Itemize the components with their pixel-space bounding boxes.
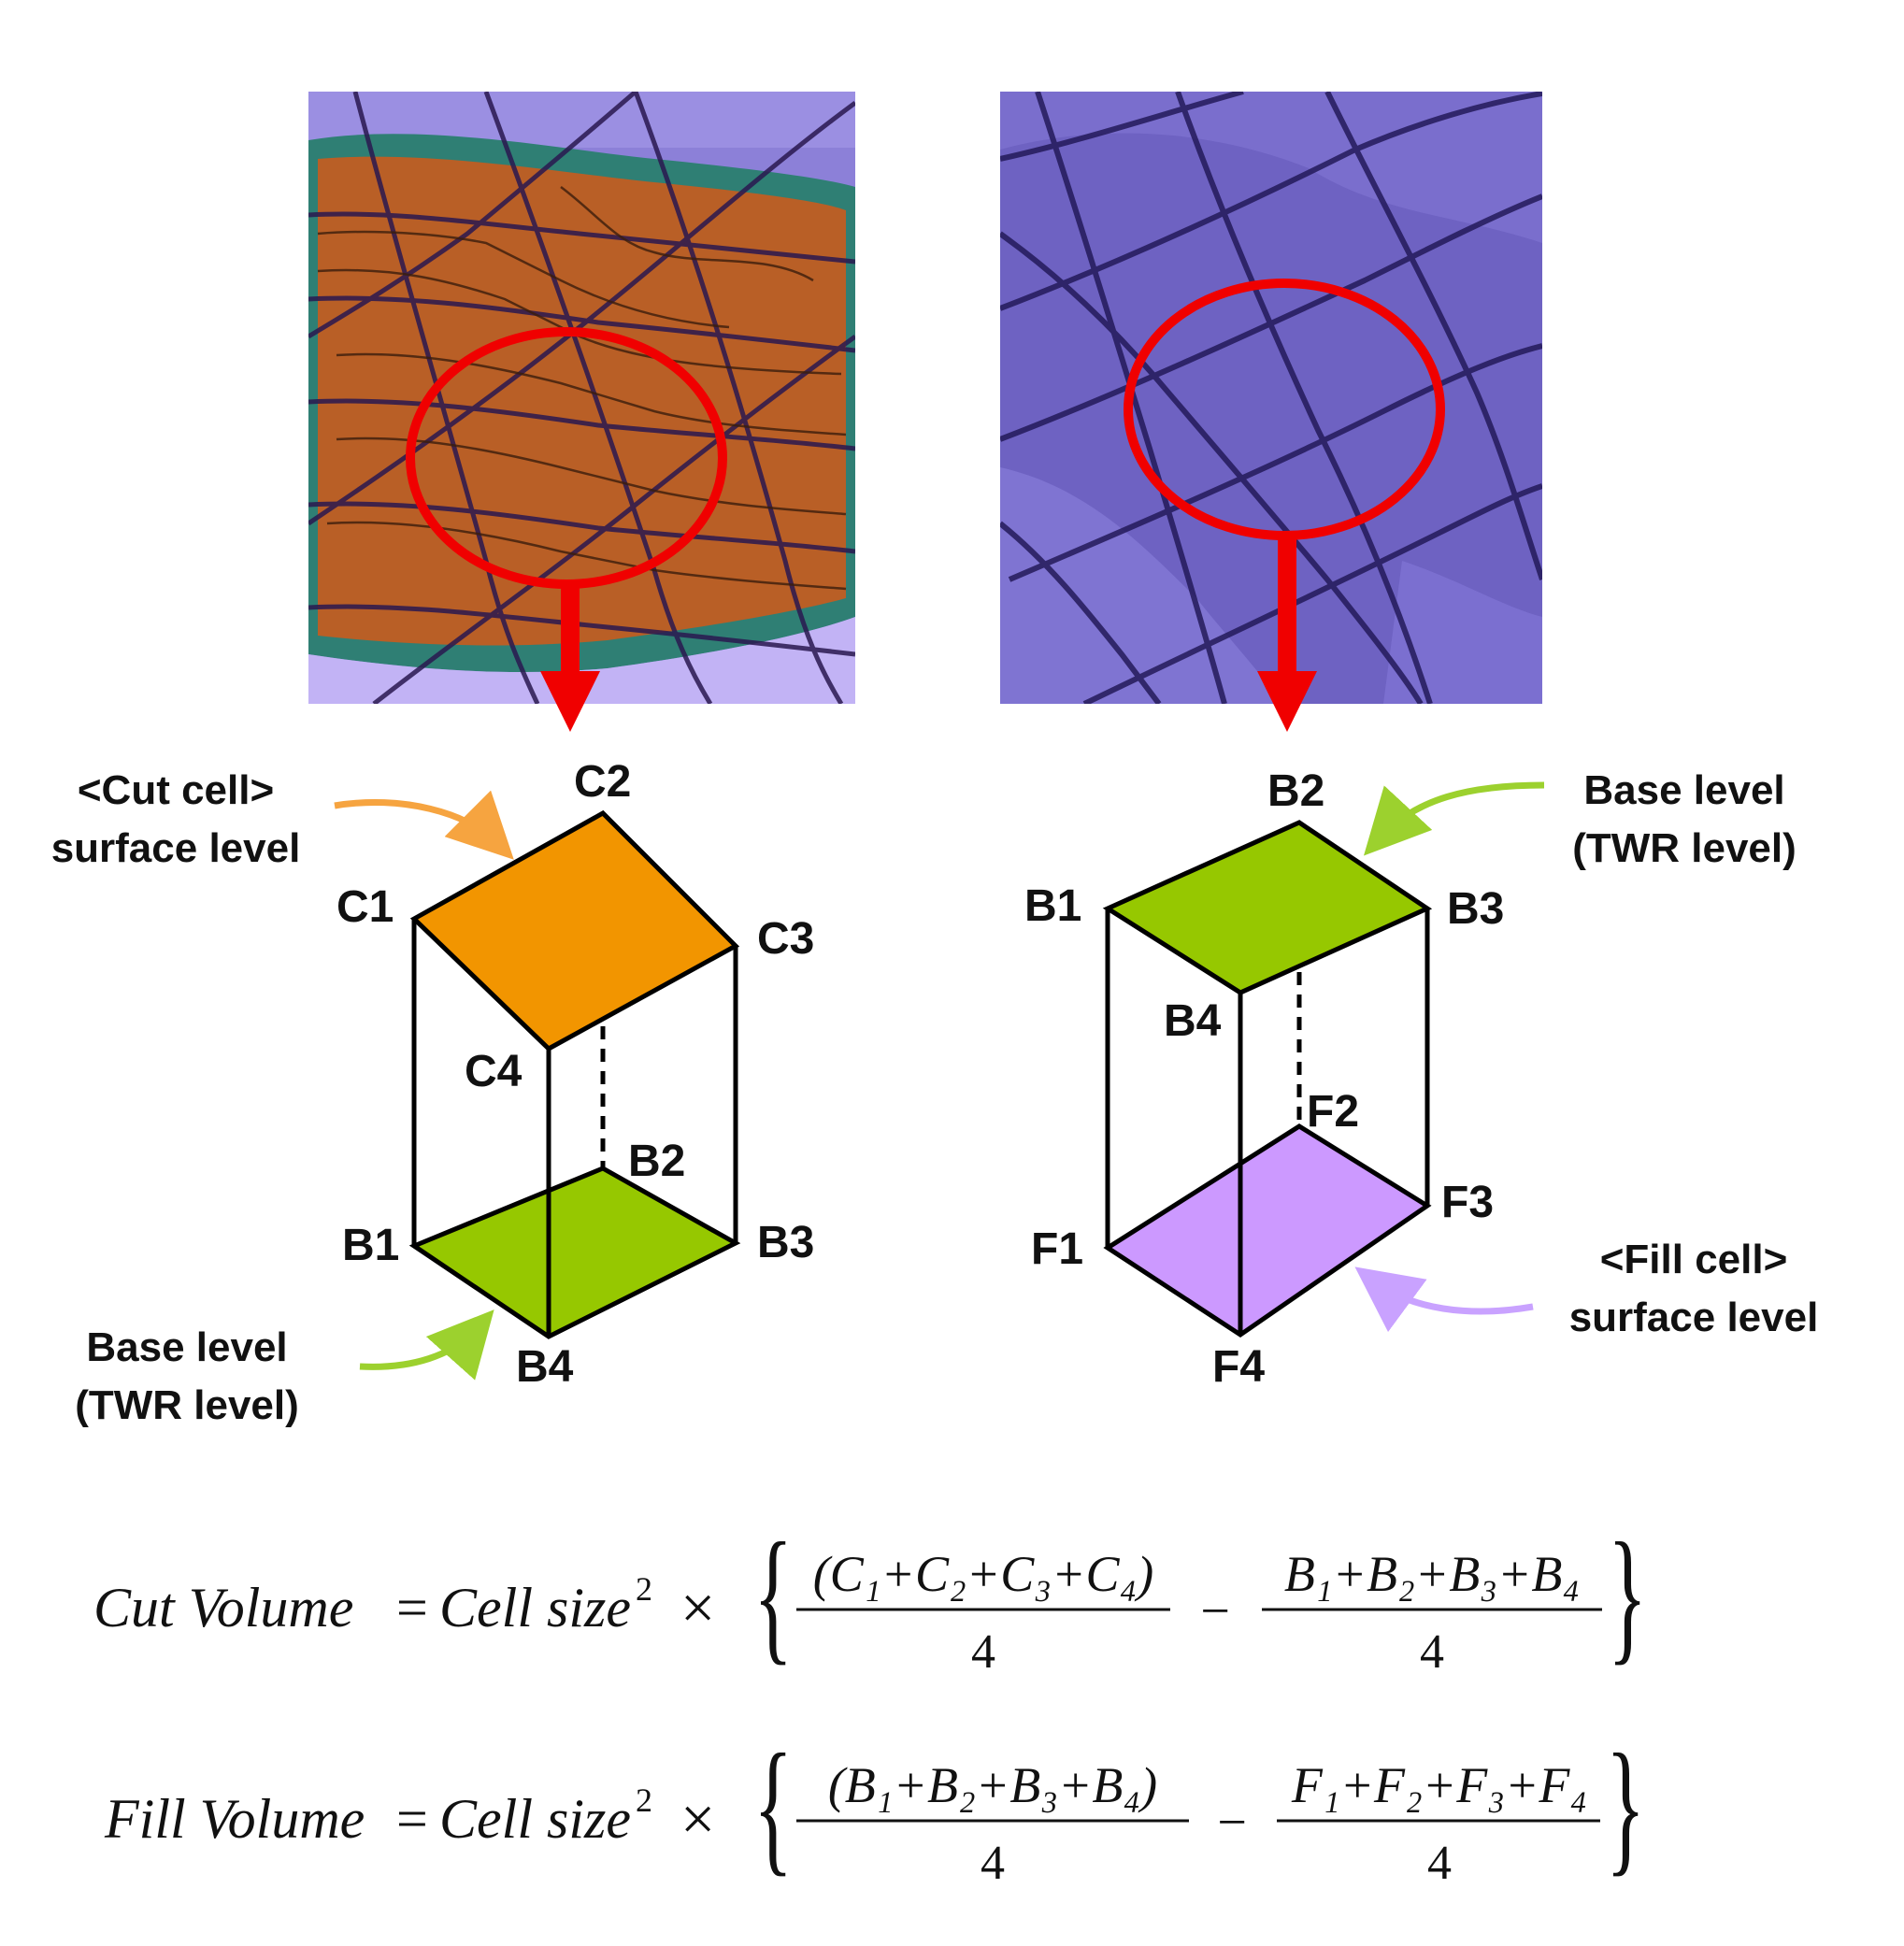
svg-text:{: { <box>753 1723 793 1888</box>
svg-text:4: 4 <box>981 1837 1005 1890</box>
svg-text:<Fill cell>: <Fill cell> <box>1600 1237 1788 1282</box>
svg-text:Base level: Base level <box>1583 767 1784 813</box>
svg-text:=: = <box>396 1577 428 1638</box>
cut-surface-face <box>409 809 740 1052</box>
svg-text:4: 4 <box>971 1625 995 1679</box>
vertex-b2-right: B2 <box>1267 766 1324 816</box>
fill-cell-prism <box>1102 820 1433 1338</box>
fill-numerator-b: (B₁+B₂+B₃+B₄) <box>828 1757 1157 1813</box>
fill-volume-equation: Fill Volume = Cell size 2 × { (B₁+B₂+B₃+… <box>104 1723 1645 1890</box>
fill-zoom-arrow <box>1257 536 1317 732</box>
fill-base-face <box>1102 820 1433 995</box>
cut-surface-pointer-arrow <box>334 790 514 860</box>
fill-base-label: Base level (TWR level) <box>1572 767 1797 871</box>
svg-text:×: × <box>680 1574 715 1642</box>
cut-base-label: Base level (TWR level) <box>75 1324 299 1428</box>
fill-area-map <box>1000 92 1542 704</box>
fill-surface-pointer-arrow <box>1354 1266 1534 1333</box>
svg-text:×: × <box>680 1785 715 1853</box>
svg-text:−: − <box>1200 1582 1230 1640</box>
cut-surface-label: <Cut cell> surface level <box>51 767 301 871</box>
fill-cell-vertex-labels: B1 B2 B3 B4 F1 F2 F3 F4 <box>1024 766 1504 1392</box>
svg-text:4: 4 <box>1427 1837 1452 1890</box>
cut-volume-equation: Cut Volume = Cell size 2 × { (C₁+C₂+C₃+C… <box>93 1511 1647 1679</box>
cut-volume-lhs: Cut Volume <box>93 1577 353 1638</box>
svg-text:}: } <box>1606 1723 1645 1888</box>
cut-cell-prism <box>408 809 741 1339</box>
cut-base-face <box>408 1166 741 1339</box>
vertex-c4: C4 <box>465 1047 523 1096</box>
cut-numerator-c: (C₁+C₂+C₃+C₄) <box>813 1546 1153 1602</box>
vertex-b2: B2 <box>628 1137 685 1186</box>
svg-text:Cell size: Cell size <box>439 1577 631 1638</box>
svg-text:surface level: surface level <box>51 825 301 871</box>
fill-volume-lhs: Fill Volume <box>104 1788 365 1850</box>
cut-cell-vertex-labels: C1 C2 C3 C4 B1 B2 B3 B4 <box>336 757 814 1392</box>
svg-text:{: { <box>753 1511 793 1677</box>
vertex-b3-right: B3 <box>1447 884 1504 934</box>
vertex-c1: C1 <box>336 882 394 932</box>
cut-numerator-b: B₁+B₂+B₃+B₄ <box>1284 1546 1580 1602</box>
vertex-c2: C2 <box>574 757 631 807</box>
svg-text:surface level: surface level <box>1569 1295 1819 1340</box>
svg-text:2: 2 <box>636 1781 652 1819</box>
vertex-c3: C3 <box>757 914 814 964</box>
svg-text:(TWR level): (TWR level) <box>75 1382 299 1428</box>
svg-text:Base level: Base level <box>86 1324 287 1370</box>
vertex-b1: B1 <box>342 1221 399 1270</box>
cut-zoom-arrow <box>540 581 600 732</box>
svg-text:−: − <box>1217 1794 1247 1852</box>
vertex-b4: B4 <box>516 1342 574 1392</box>
vertex-b4-right: B4 <box>1164 996 1222 1046</box>
svg-text:4: 4 <box>1420 1625 1444 1679</box>
svg-text:=: = <box>396 1788 428 1850</box>
svg-text:<Cut cell>: <Cut cell> <box>78 767 274 813</box>
svg-text:2: 2 <box>636 1570 652 1608</box>
svg-text:(TWR level): (TWR level) <box>1572 825 1797 871</box>
vertex-f4: F4 <box>1212 1342 1265 1392</box>
vertex-f2: F2 <box>1307 1087 1359 1137</box>
vertex-f1: F1 <box>1031 1224 1083 1274</box>
vertex-b1-right: B1 <box>1024 881 1081 931</box>
vertex-f3: F3 <box>1441 1178 1494 1227</box>
svg-text:Cell size: Cell size <box>439 1788 631 1850</box>
svg-text:}: } <box>1608 1511 1647 1677</box>
fill-base-pointer-arrow <box>1363 781 1545 856</box>
fill-surface-label: <Fill cell> surface level <box>1569 1237 1819 1340</box>
cut-area-map <box>308 92 855 704</box>
fill-numerator-f: F₁+F₂+F₃+F₄ <box>1291 1757 1587 1813</box>
cut-base-pointer-arrow <box>359 1309 494 1381</box>
fill-surface-face <box>1103 1123 1432 1338</box>
vertex-b3: B3 <box>757 1218 814 1267</box>
